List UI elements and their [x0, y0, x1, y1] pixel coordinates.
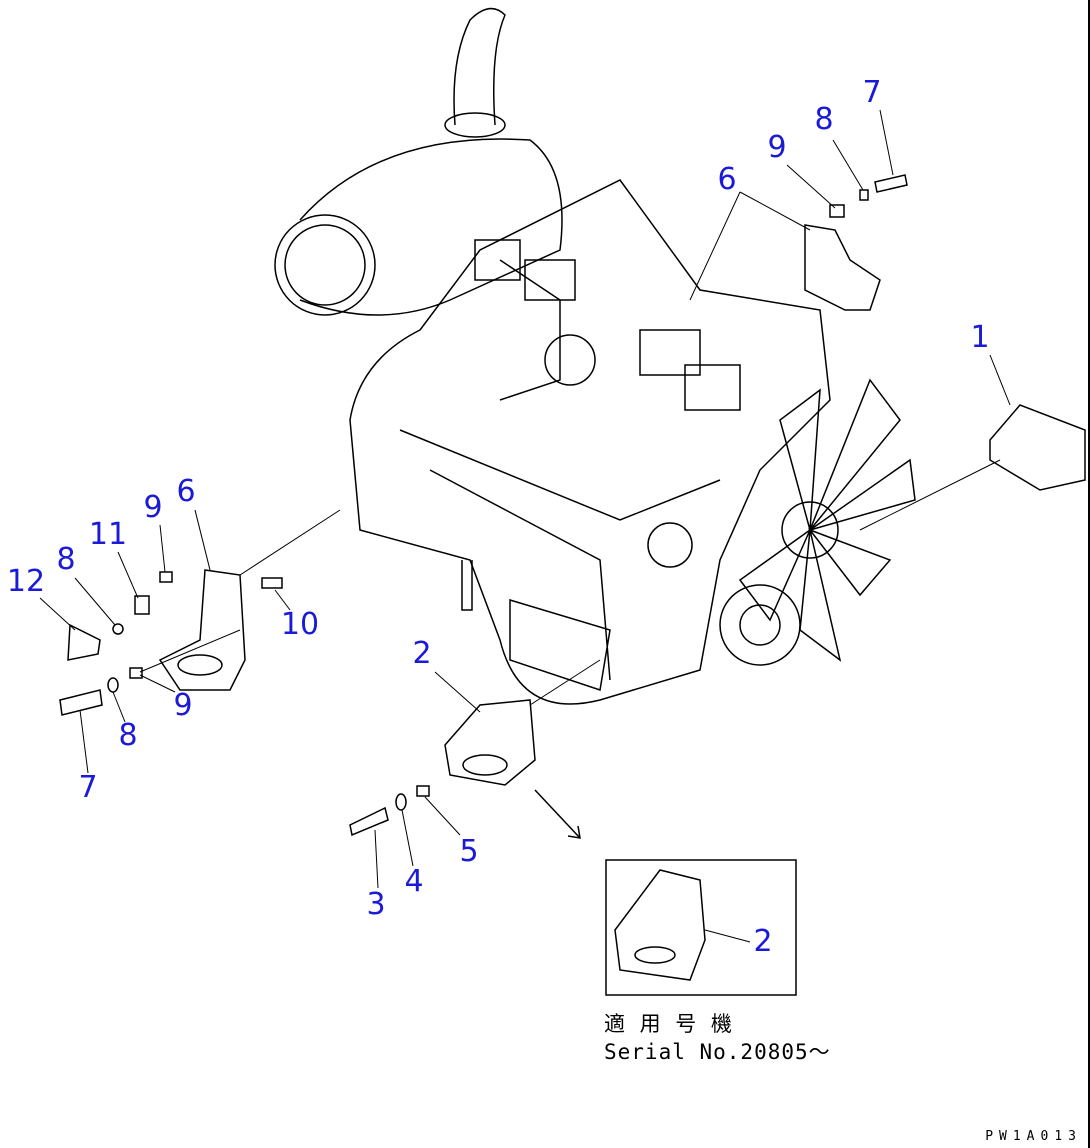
callout-6[interactable]: 6: [176, 474, 196, 509]
callout-10[interactable]: 10: [280, 607, 320, 642]
callout-7[interactable]: 7: [78, 770, 98, 805]
callout-12[interactable]: 12: [6, 564, 46, 599]
callout-8[interactable]: 8: [56, 542, 76, 577]
leader-lines: [39, 109, 1011, 943]
arrow-to-inset: [534, 789, 581, 839]
bracket-6-left-drawing: [158, 569, 246, 691]
callout-9[interactable]: 9: [767, 130, 787, 165]
callout-6[interactable]: 6: [717, 162, 737, 197]
drawing-code: PW1A013: [985, 1129, 1082, 1144]
callout-8[interactable]: 8: [118, 718, 138, 753]
callout-9[interactable]: 9: [143, 490, 163, 525]
bracket-2-drawing: [444, 699, 536, 786]
callout-1[interactable]: 1: [970, 320, 990, 355]
callout-9[interactable]: 9: [173, 688, 193, 723]
bracket-1-drawing: [989, 404, 1086, 491]
bracket-6-top-drawing: [804, 224, 881, 311]
inset-frame: [605, 859, 797, 996]
callout-5[interactable]: 5: [459, 834, 479, 869]
callout-11[interactable]: 11: [88, 517, 128, 552]
serial-number-note: Serial No.20805〜: [604, 1040, 831, 1064]
callout-3[interactable]: 3: [366, 887, 386, 922]
callout-7[interactable]: 7: [862, 75, 882, 110]
applicable-machine-label: 適 用 号 機: [604, 1012, 733, 1036]
callout-8[interactable]: 8: [814, 102, 834, 137]
muffler-drawing: [274, 7, 563, 316]
engine-drawing: [349, 179, 916, 705]
callout-4[interactable]: 4: [404, 864, 424, 899]
callout-2[interactable]: 2: [412, 636, 432, 671]
callout-2-inset[interactable]: 2: [753, 924, 773, 959]
